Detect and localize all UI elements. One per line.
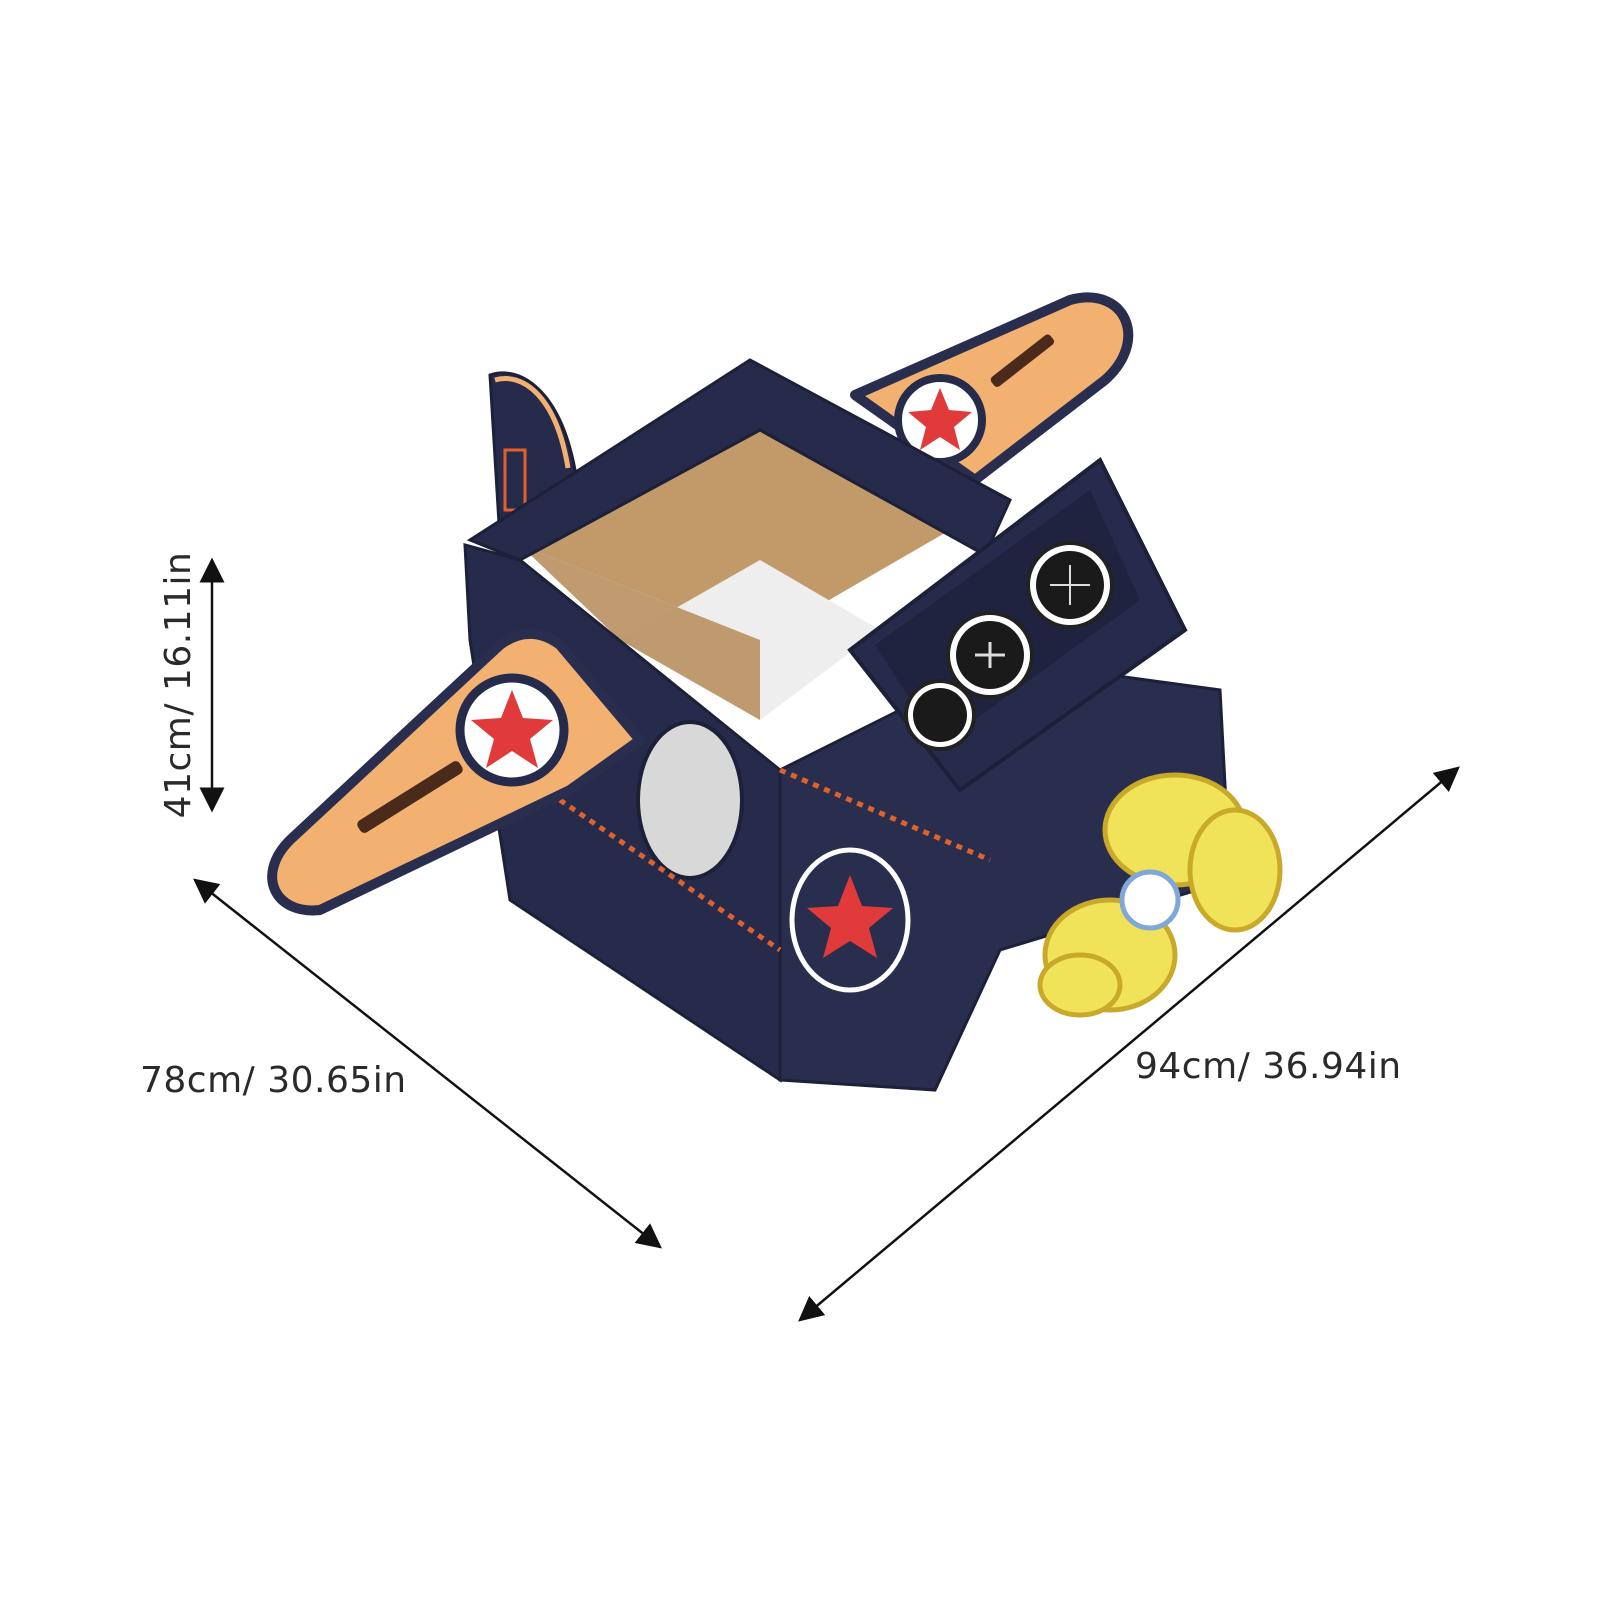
gauge-icon (946, 611, 1034, 699)
right-wing (850, 292, 1134, 485)
porthole-window (636, 720, 744, 880)
cockpit-dashboard (847, 456, 1188, 793)
height-label: 41cm/ 16.11in (158, 552, 199, 819)
propeller-hub (1119, 869, 1181, 931)
gauge-icon (904, 679, 976, 751)
gauge-icon (1026, 541, 1114, 629)
width-label: 94cm/ 36.94in (1135, 1046, 1402, 1087)
cardboard-airplane (267, 292, 1283, 1092)
star-roundel-icon (455, 673, 569, 787)
left-wing (267, 628, 645, 916)
depth-dimension: 78cm/ 30.65in (140, 878, 662, 1249)
width-dimension: 94cm/ 36.94in (798, 766, 1460, 1322)
depth-label: 78cm/ 30.65in (140, 1060, 407, 1101)
height-dimension: 41cm/ 16.11in (158, 552, 225, 819)
